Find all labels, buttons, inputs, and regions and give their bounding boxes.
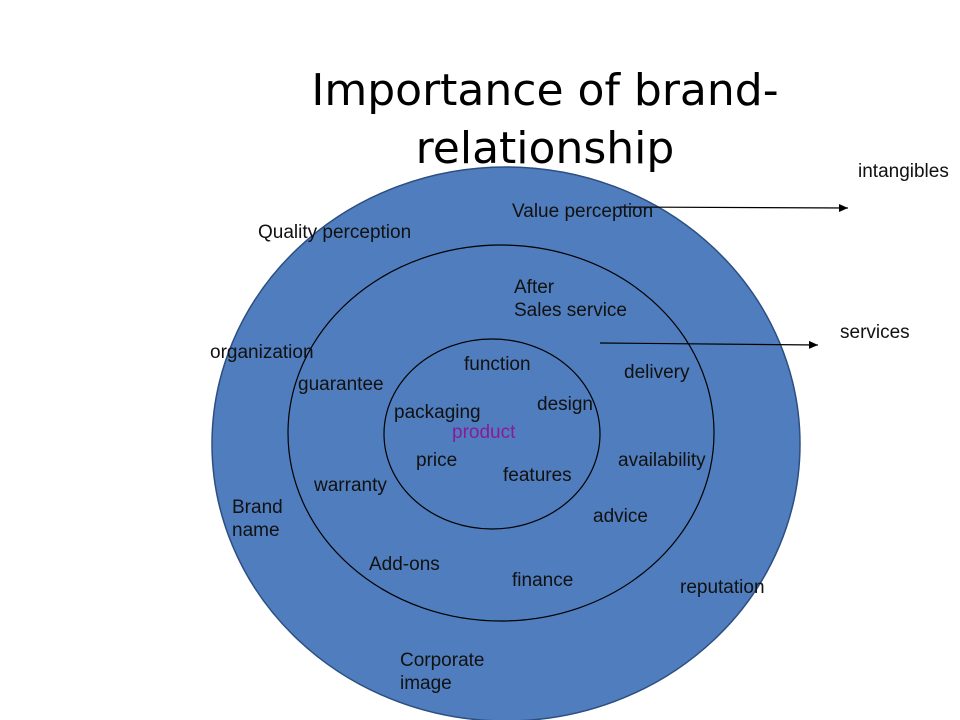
delivery-label: delivery — [624, 362, 690, 383]
add-ons-label: Add-ons — [369, 554, 440, 575]
reputation-label: reputation — [680, 577, 765, 598]
value-perception-label: Value perception — [512, 201, 654, 222]
inner-ring — [383, 338, 601, 530]
after-sales-service-label: After Sales service — [514, 277, 627, 321]
finance-label: finance — [512, 570, 574, 591]
corporate-image-label: Corporate image — [400, 650, 485, 694]
outer-ring — [211, 166, 801, 720]
guarantee-label: guarantee — [298, 374, 384, 395]
slide-title: Importance of brand- relationship — [311, 65, 779, 174]
packaging-label: packaging — [394, 402, 481, 423]
features-label: features — [503, 465, 572, 486]
services-arrow — [599, 340, 819, 349]
services-label: services — [840, 322, 910, 343]
design-label: design — [537, 394, 593, 415]
function-label: function — [464, 354, 531, 375]
middle-ring — [287, 244, 715, 622]
intangibles-arrow — [619, 203, 849, 212]
advice-label: advice — [593, 506, 648, 527]
price-label: price — [416, 450, 458, 471]
intangibles-label: intangibles — [858, 161, 949, 182]
organization-label: organization — [210, 342, 314, 363]
warranty-label: warranty — [314, 475, 387, 496]
brand-name-label: Brand name — [232, 497, 283, 541]
quality-perception-label: Quality perception — [258, 222, 412, 243]
availability-label: availability — [618, 450, 706, 471]
product-label: product — [452, 422, 516, 443]
